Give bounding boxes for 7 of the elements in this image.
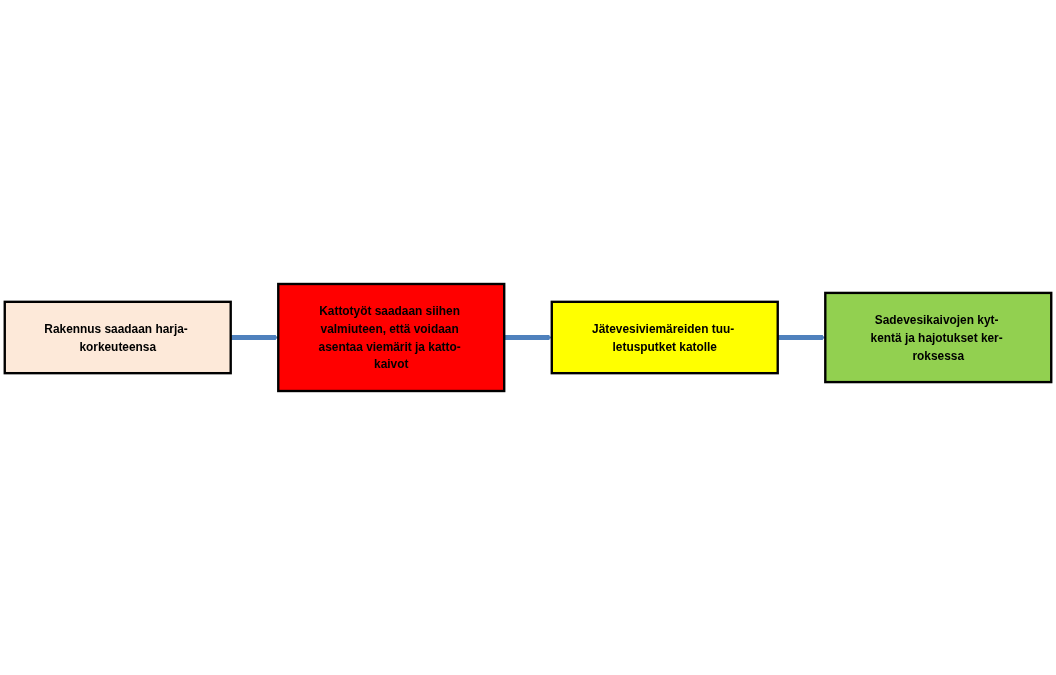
arrow <box>777 334 826 341</box>
arrow <box>230 334 279 341</box>
node-box: Sadevesikaivojen kyt- kentä ja hajotukset ker- roksessa <box>824 291 1053 384</box>
arrow <box>504 334 552 341</box>
node-box: Kattotyöt saadaan siihen valmiuteen, että voidaan asentaa viemärit ja katto- kaivot <box>277 282 506 393</box>
node-box: Rakennus saadaan harja- korkeuteensa <box>3 300 232 375</box>
node-box: Jätevesiviemäreiden tuu- letusputket katolle <box>550 300 779 375</box>
